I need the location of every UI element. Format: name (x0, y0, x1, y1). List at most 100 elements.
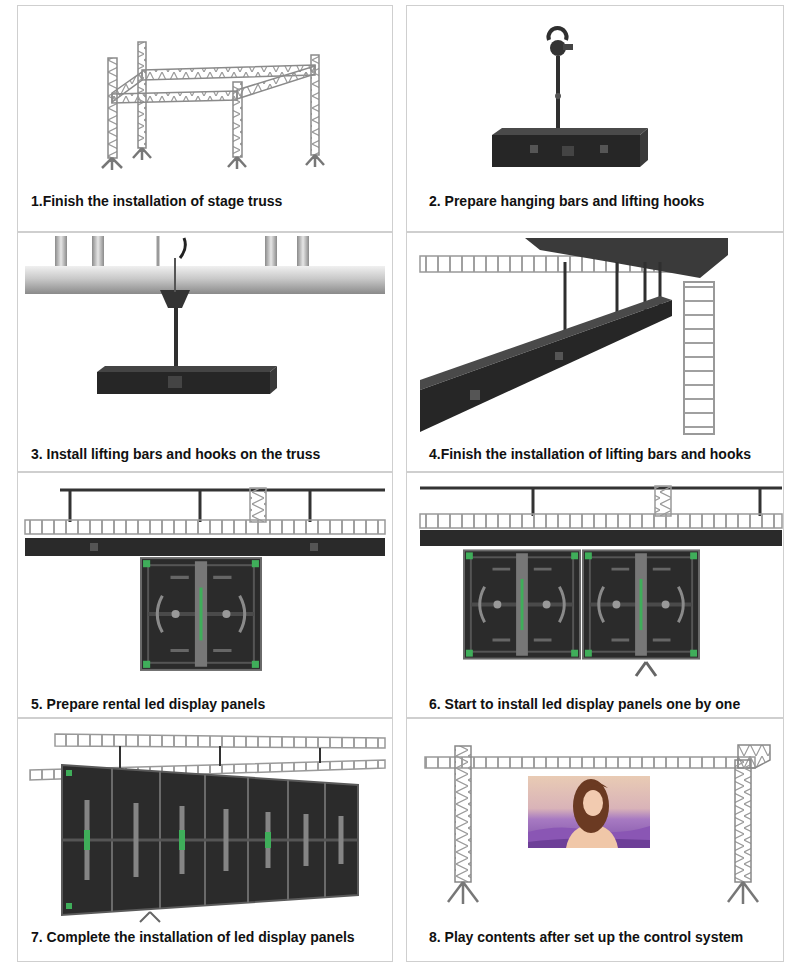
step-caption: 1.Finish the installation of stage truss (31, 193, 282, 210)
two-led-panels-part (583, 550, 699, 658)
hanging-bar-part (562, 146, 574, 156)
truss-pipe-hook (25, 236, 385, 394)
hanging-bar-part (600, 145, 608, 153)
step-caption: 6. Start to install led display panels o… (429, 696, 740, 713)
complete-led-wall-part (62, 839, 358, 842)
two-led-panels-part (655, 486, 671, 516)
first-led-panel-part (141, 558, 261, 670)
truss-pipe-hook-part (168, 376, 182, 388)
complete-led-wall-part (87, 800, 341, 880)
two-led-panels-part (420, 514, 782, 528)
playing-screen (425, 745, 770, 904)
first-led-panel-part (25, 520, 385, 534)
stage-truss-part (311, 55, 319, 155)
first-led-panel-part (309, 490, 312, 522)
complete-led-wall-part (119, 746, 121, 768)
installed-bars (420, 238, 728, 434)
first-led-panel-part (90, 543, 98, 551)
hanging-bar-part (549, 28, 567, 40)
truss-pipe-hook-part (174, 258, 176, 292)
two-led-panels-part (464, 550, 580, 658)
first-led-panel-part (250, 488, 266, 522)
truss-pipe-hook-part (270, 366, 277, 394)
playing-screen-part (425, 757, 755, 768)
complete-led-wall-part (179, 830, 185, 850)
stage-truss-part (102, 148, 324, 170)
truss-pipe-hook-part (160, 290, 190, 308)
step-panel: 6. Start to install led display panels o… (406, 472, 784, 718)
installed-bars-part (564, 262, 567, 332)
hanging-bar-part (555, 93, 561, 99)
stage-truss-part (112, 91, 237, 103)
complete-led-wall-part (265, 832, 271, 848)
installed-bars-part (684, 282, 714, 434)
first-led-panel-part (60, 489, 385, 492)
truss-pipe-hook-part (92, 236, 104, 268)
step-caption: 5. Prepare rental led display panels (31, 696, 265, 713)
two-led-panels-part (636, 662, 656, 676)
playing-screen-part (528, 776, 650, 848)
hanging-bar-part (640, 128, 648, 167)
complete-led-wall (30, 734, 385, 922)
two-led-panels-part (759, 488, 762, 516)
two-led-panels-part (420, 530, 782, 546)
installed-bars-part (555, 352, 563, 360)
truss-pipe-hook-part (297, 236, 309, 268)
truss-pipe-hook-part (97, 366, 277, 372)
complete-led-wall-part (84, 830, 90, 850)
playing-screen-part (448, 882, 758, 904)
complete-led-wall-part (66, 903, 72, 909)
step-caption: 4.Finish the installation of lifting bar… (429, 446, 751, 463)
hanging-bar-part (563, 44, 573, 50)
two-led-panels-part (420, 487, 782, 490)
step-caption: 3. Install lifting bars and hooks on the… (31, 446, 320, 463)
truss-pipe-hook-part (180, 238, 185, 258)
step-panel: 7. Complete the installation of led disp… (17, 718, 393, 962)
stage-truss-part (237, 66, 315, 99)
hanging-bar (492, 28, 648, 167)
complete-led-wall-part (62, 765, 358, 915)
first-led-panel-part (310, 543, 318, 551)
hanging-bar-part (492, 128, 648, 135)
hanging-bar-part (492, 135, 640, 167)
truss-pipe-hook-part (55, 236, 67, 268)
truss-pipe-hook-part (265, 236, 277, 268)
installed-bars-part (420, 296, 672, 390)
complete-led-wall-part (140, 912, 160, 922)
stage-truss-part (108, 58, 117, 158)
step-caption: 8. Play contents after set up the contro… (429, 929, 743, 946)
first-led-panel (25, 488, 385, 670)
truss-pipe-hook-part (157, 236, 160, 268)
installed-bars-part (525, 238, 728, 278)
complete-led-wall-part (319, 748, 321, 763)
complete-led-wall-part (219, 746, 221, 766)
step-caption: 2. Prepare hanging bars and lifting hook… (429, 193, 704, 210)
step-panel: 8. Play contents after set up the contro… (406, 718, 784, 962)
complete-led-wall-part (66, 770, 72, 776)
truss-pipe-hook-part (97, 372, 270, 394)
installed-bars-part (470, 390, 480, 400)
playing-screen-part (573, 779, 609, 833)
hanging-bar-part (530, 145, 538, 153)
step-panel: 1.Finish the installation of stage truss (17, 5, 393, 232)
truss-pipe-hook-part (25, 266, 385, 294)
two-led-panels (420, 486, 782, 676)
stage-truss (102, 42, 324, 170)
first-led-panel-part (199, 490, 202, 522)
first-led-panel-part (25, 538, 385, 556)
step-panel: 3. Install lifting bars and hooks on the… (17, 232, 393, 472)
step-panel: 4.Finish the installation of lifting bar… (406, 232, 784, 472)
complete-led-wall-part (55, 734, 385, 748)
step-caption: 7. Complete the installation of led disp… (31, 929, 355, 946)
step-panel: 2. Prepare hanging bars and lifting hook… (406, 5, 784, 232)
playing-screen-part (576, 781, 608, 792)
truss-pipe-hook-part (174, 308, 178, 372)
playing-screen-part (583, 790, 603, 816)
step-panel: 5. Prepare rental led display panels (17, 472, 393, 718)
playing-screen-part (455, 746, 471, 882)
first-led-panel-part (69, 490, 72, 522)
installed-bars-part (420, 300, 672, 432)
